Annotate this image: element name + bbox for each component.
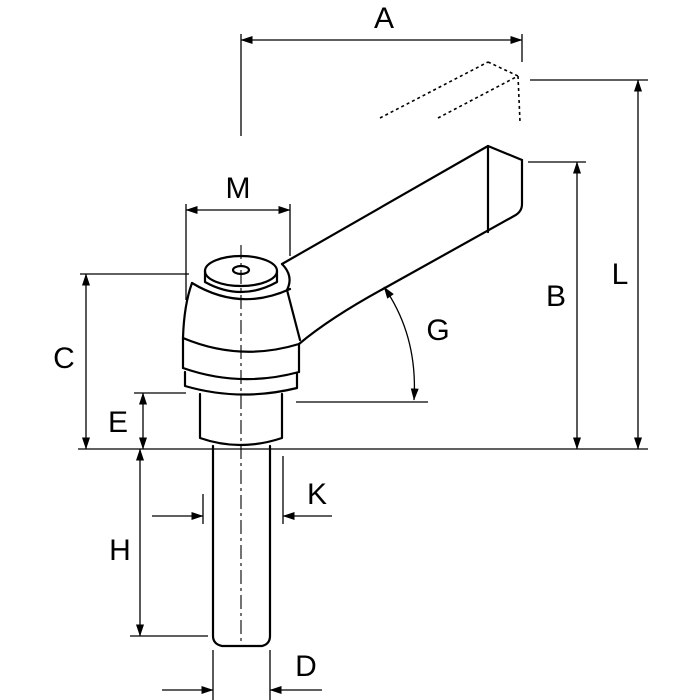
- lever-arm: [280, 144, 524, 346]
- clamping-lever-part: [181, 61, 524, 648]
- dim-b-label: B: [546, 280, 566, 313]
- dim-d-label: D: [295, 650, 317, 683]
- dim-l-label: L: [612, 258, 629, 291]
- dim-h-label: H: [109, 534, 131, 567]
- threaded-stud: [211, 444, 272, 648]
- dim-e-label: E: [108, 406, 128, 439]
- dimension-lines: [82, 36, 642, 694]
- dim-a-label: A: [374, 2, 394, 35]
- extension-lines: [78, 34, 648, 700]
- dim-g-arc: [383, 286, 419, 401]
- dim-g-label: G: [426, 314, 449, 347]
- lever-alternate-position: [379, 61, 521, 123]
- dim-c-label: C: [53, 342, 75, 375]
- dim-m-label: M: [226, 172, 251, 205]
- dimension-labels: A L B M G C E H K D: [53, 2, 628, 683]
- dim-k-label: K: [307, 478, 327, 511]
